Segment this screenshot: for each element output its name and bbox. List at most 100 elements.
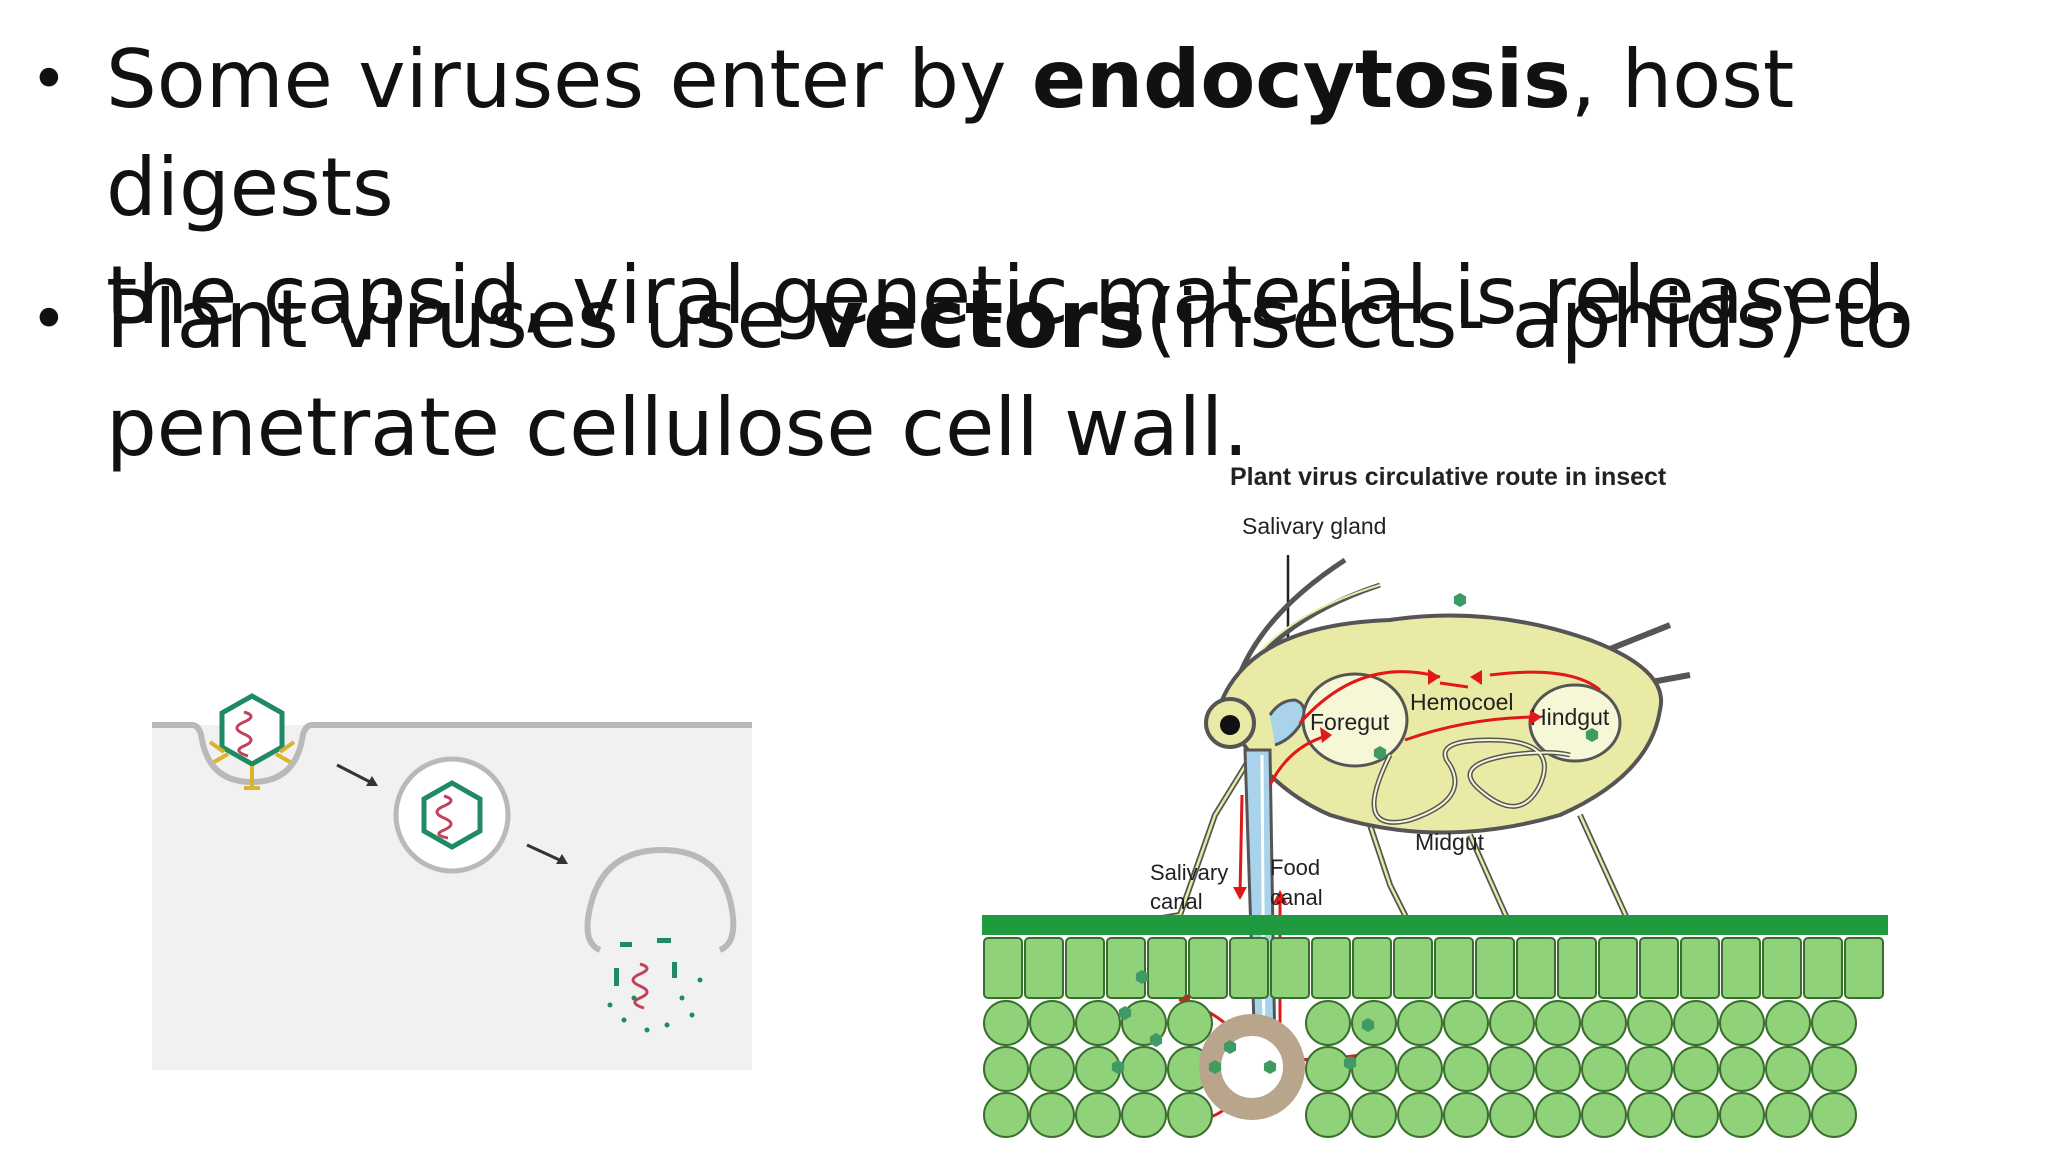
mesophyll-cell <box>1029 1092 1075 1138</box>
palisade-cell <box>1270 937 1310 999</box>
leaf-cuticle <box>982 915 1888 935</box>
mesophyll-cell <box>1305 1046 1351 1092</box>
virus-particles <box>1111 593 1599 1074</box>
label-hindgut: Hindgut <box>1530 704 1610 730</box>
mesophyll-cell <box>1075 1000 1121 1046</box>
mesophyll-cell <box>1397 1092 1443 1138</box>
mesophyll-cell <box>1765 1046 1811 1092</box>
palisade-cell <box>1393 937 1433 999</box>
mesophyll-cell <box>1535 1092 1581 1138</box>
stylet-canal-line <box>1260 754 1266 1056</box>
virion-icon <box>1135 970 1149 984</box>
label-hemocoel: Hemocoel <box>1410 689 1514 715</box>
midgut-loop-inner <box>1373 738 1571 824</box>
mesophyll-cell <box>1719 1046 1765 1092</box>
mesophyll-cell <box>1075 1092 1121 1138</box>
bullet-dot: • <box>30 43 68 117</box>
bullet-text-part: Some viruses enter by <box>106 33 1032 126</box>
aphid-eye-icon <box>1220 715 1240 735</box>
bullet-text: Plant viruses use vectors(insects- aphid… <box>106 266 1986 482</box>
palisade-cell <box>1598 937 1638 999</box>
rna-icon <box>235 710 253 758</box>
palisade-cell <box>1516 937 1556 999</box>
palisade-cell <box>1680 937 1720 999</box>
rna-icon <box>631 962 649 1010</box>
mesophyll-cell <box>1627 1000 1673 1046</box>
vesicle-icon <box>584 846 737 953</box>
arrowheads <box>1178 669 1542 1007</box>
mesophyll-cell <box>1121 1046 1167 1092</box>
mesophyll-cell <box>1397 1000 1443 1046</box>
aphid-diagram: Plant virus circulative route in insect … <box>970 455 1900 1145</box>
palisade-cell <box>1844 937 1884 999</box>
label-food-canal-line1: Food <box>1270 855 1320 880</box>
mesophyll-cell <box>1627 1092 1673 1138</box>
bullet-text-line2: the capsid, viral genetic material is re… <box>106 249 1911 342</box>
salivary-gland-shape <box>1268 698 1306 747</box>
virion-icon <box>1223 1040 1237 1054</box>
receptor-icon <box>244 766 260 790</box>
virion-icon <box>1263 1060 1277 1074</box>
mesophyll-cell <box>1811 1046 1857 1092</box>
virion-icon <box>1149 1033 1163 1047</box>
palisade-cell <box>1106 937 1146 999</box>
capsid-icon <box>421 780 483 850</box>
mesophyll-cell <box>1811 1092 1857 1138</box>
leaf-cells <box>983 937 1884 1138</box>
label-salivary-canal-line1: Salivary <box>1150 860 1228 885</box>
receptor-icon <box>208 740 296 764</box>
mesophyll-cell <box>1673 1046 1719 1092</box>
palisade-cell <box>1024 937 1064 999</box>
mesophyll-cell <box>983 1000 1029 1046</box>
label-food-canal-line2: canal <box>1270 885 1323 910</box>
bullet-bold-term: endocytosis <box>1031 33 1571 126</box>
palisade-cell <box>1229 937 1269 999</box>
mesophyll-cell <box>1397 1046 1443 1092</box>
bullet-text-part: (insects- aphids) to <box>1145 273 1914 366</box>
palisade-cell <box>1352 937 1392 999</box>
mesophyll-cell <box>1029 1046 1075 1092</box>
mesophyll-cell <box>1581 1000 1627 1046</box>
mesophyll-cell <box>1351 1092 1397 1138</box>
mesophyll-cell <box>1811 1000 1857 1046</box>
diagram-title: Plant virus circulative route in insect <box>1230 463 1667 491</box>
endocytosis-svg <box>152 693 752 1070</box>
mesophyll-cell <box>1167 1092 1213 1138</box>
label-salivary-canal-line2: canal <box>1150 889 1203 914</box>
virion-icon <box>1111 1060 1125 1074</box>
mesophyll-cell <box>1719 1000 1765 1046</box>
capsid-fragments-icon <box>607 938 703 1033</box>
mesophyll-cell <box>1719 1092 1765 1138</box>
mesophyll-cell <box>1305 1092 1351 1138</box>
mesophyll-cell <box>1673 1092 1719 1138</box>
mesophyll-cell <box>1581 1092 1627 1138</box>
mesophyll-cell <box>1535 1000 1581 1046</box>
palisade-cell <box>1721 937 1761 999</box>
virion-icon <box>1118 1006 1132 1020</box>
mesophyll-cell <box>1489 1000 1535 1046</box>
bullet-dot: • <box>30 283 68 357</box>
mesophyll-cell <box>1489 1092 1535 1138</box>
arrow-icon <box>526 843 568 864</box>
palisade-cell <box>1803 937 1843 999</box>
mesophyll-cell <box>1627 1046 1673 1092</box>
endocytosis-illustration <box>152 680 752 1070</box>
virus-entering <box>208 693 296 790</box>
virion-icon <box>1453 593 1467 607</box>
phloem-sieve-element <box>1199 1014 1305 1120</box>
bullet-text-part: Plant viruses use <box>106 273 812 366</box>
virion-icon <box>1585 728 1599 742</box>
mesophyll-cell <box>1489 1046 1535 1092</box>
virion-icon <box>1373 746 1387 760</box>
arrow-icon <box>336 763 378 786</box>
aphid-body <box>1217 613 1664 835</box>
mesophyll-cell <box>1535 1046 1581 1092</box>
mesophyll-cell <box>983 1046 1029 1092</box>
mesophyll-cell <box>1029 1000 1075 1046</box>
palisade-cell <box>1434 937 1474 999</box>
palisade-cell <box>983 937 1023 999</box>
label-midgut: Midgut <box>1415 829 1485 855</box>
bullet-bold-term: vectors <box>811 273 1146 366</box>
mesophyll-cell <box>1167 1000 1213 1046</box>
mesophyll-cell <box>1305 1000 1351 1046</box>
